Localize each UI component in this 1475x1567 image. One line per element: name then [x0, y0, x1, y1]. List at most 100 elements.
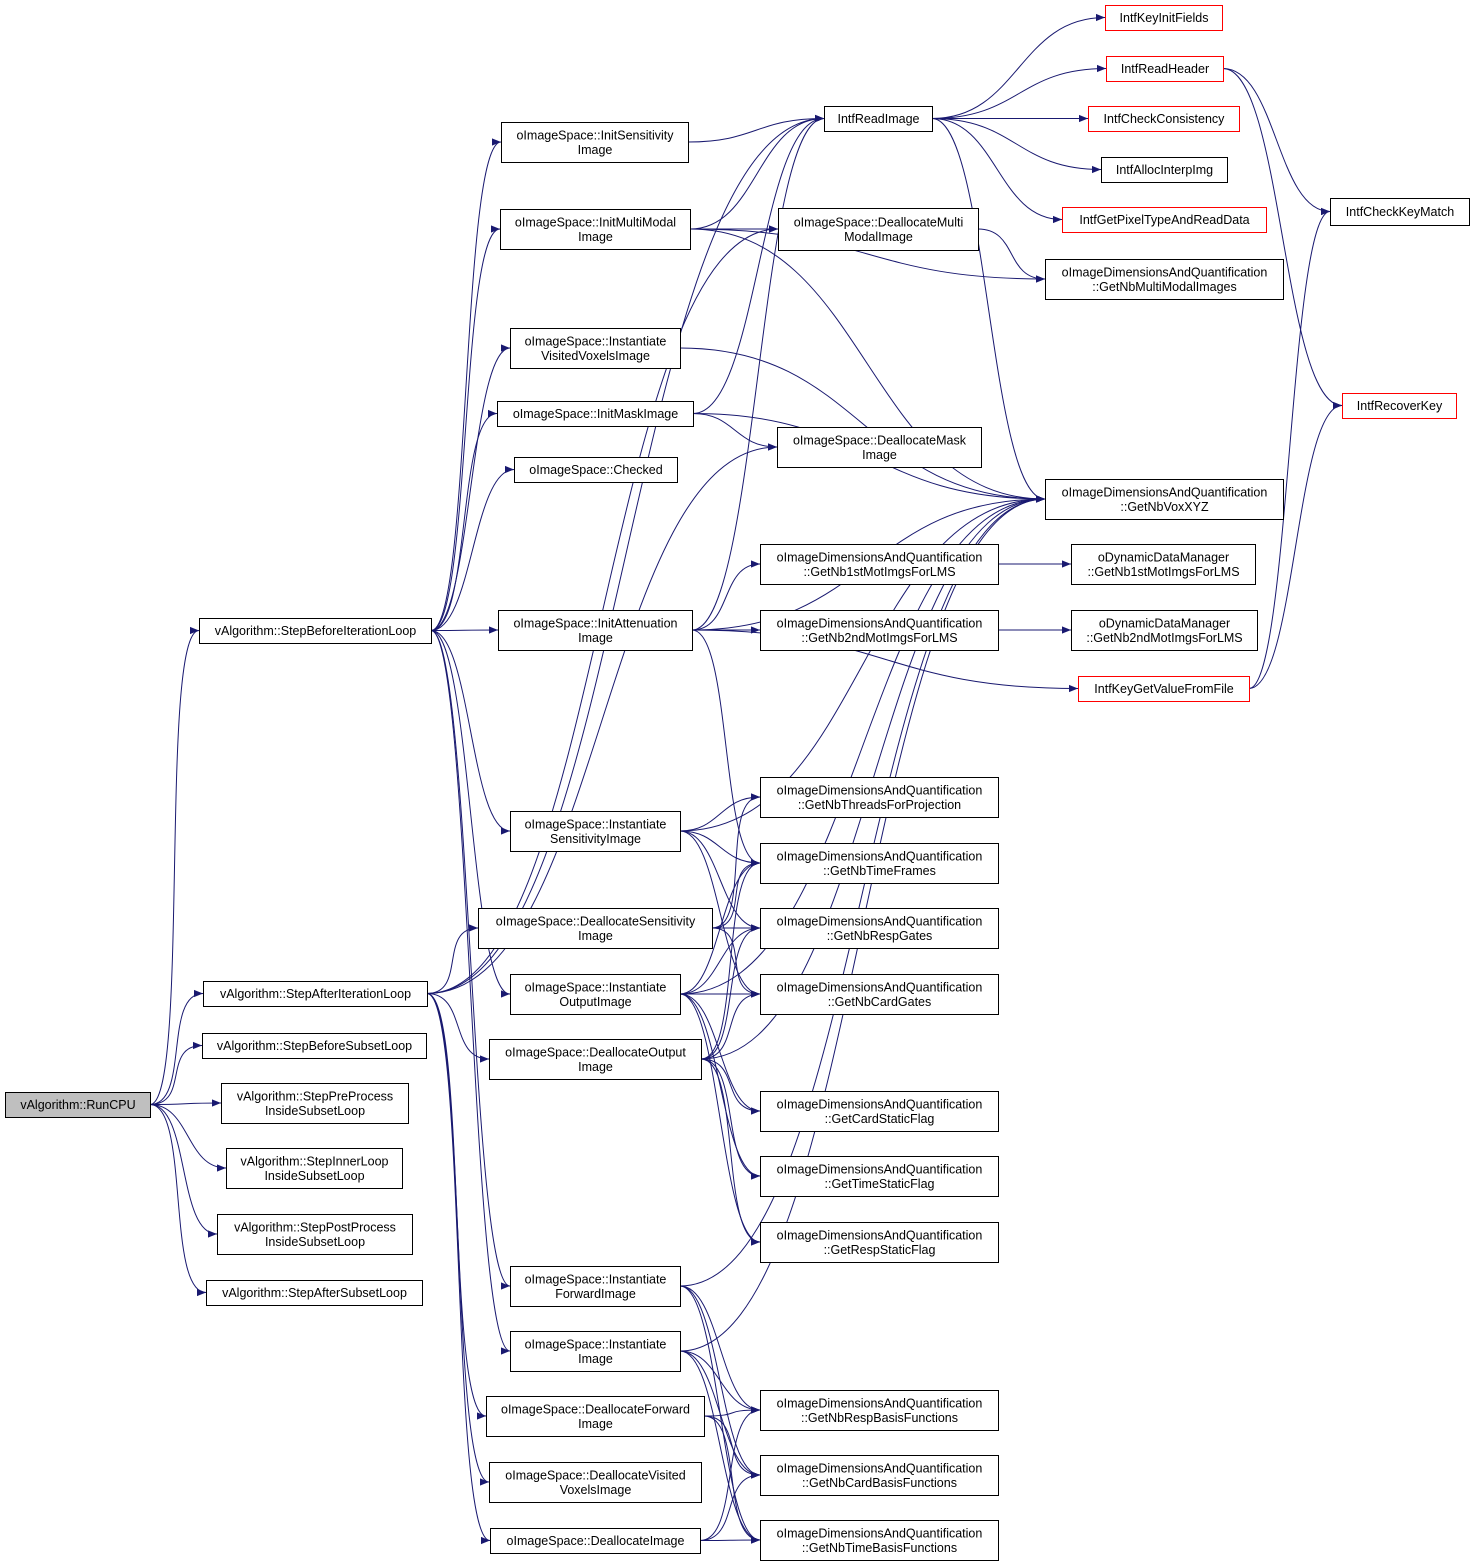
call-edge-sail-to-deallocsens [426, 924, 479, 994]
node-box [510, 1266, 681, 1307]
node-allocinterp[interactable]: IntfAllocInterpImg [1101, 157, 1228, 183]
node-box [203, 981, 428, 1007]
call-edge-sbil-to-instvv [430, 344, 511, 631]
node-readimg[interactable]: IntfReadImage [824, 106, 933, 132]
call-edge-readimg-to-allocinterp [931, 118, 1102, 174]
node-label-line: ::GetRespStaticFlag [824, 1243, 936, 1257]
node-grsf[interactable]: oImageDimensionsAndQuantification::GetRe… [760, 1222, 999, 1263]
node-label-line: vAlgorithm::RunCPU [20, 1098, 135, 1112]
node-label-line: oImageSpace::Instantiate [525, 1272, 667, 1286]
node-box [778, 208, 979, 251]
node-label-line: oImageSpace::DeallocateImage [507, 1534, 685, 1548]
node-sasl[interactable]: vAlgorithm::StepAfterSubsetLoop [206, 1280, 423, 1306]
node-getpixel[interactable]: IntfGetPixelTypeAndReadData [1062, 207, 1267, 233]
call-edge-sbil-to-instimg [430, 630, 511, 1355]
node-deallocimg[interactable]: oImageSpace::DeallocateImage [490, 1528, 701, 1554]
node-label-line: oImageSpace::DeallocateOutput [505, 1045, 686, 1059]
node-dyn1st[interactable]: oDynamicDataManager::GetNb1stMotImgsForL… [1071, 544, 1256, 585]
node-run[interactable]: vAlgorithm::RunCPU [5, 1092, 151, 1118]
node-box [478, 908, 713, 949]
node-gnvox[interactable]: oImageDimensionsAndQuantification::GetNb… [1045, 479, 1284, 520]
node-gnb2nd[interactable]: oImageDimensionsAndQuantification::GetNb… [760, 610, 999, 651]
node-label-line: vAlgorithm::StepBeforeSubsetLoop [217, 1039, 412, 1053]
node-deallocvv[interactable]: oImageSpace::DeallocateVisitedVoxelsImag… [489, 1462, 702, 1503]
node-box [760, 1156, 999, 1197]
node-sbsl[interactable]: vAlgorithm::StepBeforeSubsetLoop [202, 1033, 427, 1059]
node-gnmm[interactable]: oImageDimensionsAndQuantification::GetNb… [1045, 259, 1284, 300]
node-gcsf[interactable]: oImageDimensionsAndQuantification::GetCa… [760, 1091, 999, 1132]
node-label-line: oImageDimensionsAndQuantification [1062, 265, 1268, 279]
node-label-line: oImageSpace::DeallocateSensitivity [496, 914, 696, 928]
node-label-line: ::GetNbRespGates [827, 929, 933, 943]
node-label-line: oImageDimensionsAndQuantification [777, 1162, 983, 1176]
call-edge-run-to-spop [149, 1104, 218, 1238]
node-spop[interactable]: vAlgorithm::StepPostProcessInsideSubsetL… [217, 1214, 413, 1255]
node-box [5, 1092, 151, 1118]
node-box [510, 974, 681, 1015]
node-box [500, 209, 691, 250]
node-label-line: oImageDimensionsAndQuantification [777, 550, 983, 564]
node-gncg[interactable]: oImageDimensionsAndQuantification::GetNb… [760, 974, 999, 1015]
node-box [760, 1091, 999, 1132]
node-sbil[interactable]: vAlgorithm::StepBeforeIterationLoop [199, 618, 432, 644]
node-label-line: oImageSpace::Checked [529, 463, 662, 477]
node-checkkey[interactable]: IntfCheckKeyMatch [1330, 198, 1470, 226]
call-edge-keygetval-to-recoverkey [1248, 401, 1343, 689]
node-recoverkey[interactable]: IntfRecoverKey [1342, 393, 1457, 419]
node-keygetval[interactable]: IntfKeyGetValueFromFile [1078, 676, 1250, 702]
call-edge-deallocsens-to-gnthreads [711, 793, 761, 929]
node-label-line: oImageDimensionsAndQuantification [777, 849, 983, 863]
node-keyinit[interactable]: IntfKeyInitFields [1105, 5, 1223, 31]
node-gnrg[interactable]: oImageDimensionsAndQuantification::GetNb… [760, 908, 999, 949]
node-box [760, 777, 999, 818]
node-label-line: IntfReadHeader [1121, 62, 1209, 76]
node-label-line: Image [578, 631, 613, 645]
node-gnthreads[interactable]: oImageDimensionsAndQuantification::GetNb… [760, 777, 999, 818]
node-box [1342, 393, 1457, 419]
node-checkcons[interactable]: IntfCheckConsistency [1088, 106, 1240, 132]
node-gnb1st[interactable]: oImageDimensionsAndQuantification::GetNb… [760, 544, 999, 585]
node-box [199, 618, 432, 644]
node-gncbf[interactable]: oImageDimensionsAndQuantification::GetNb… [760, 1455, 999, 1496]
node-label-line: ::GetNbTimeFrames [823, 864, 936, 878]
node-box [497, 401, 694, 427]
call-edge-deallocsens-to-gntf [711, 859, 761, 929]
node-label-line: oImageSpace::Instantiate [525, 980, 667, 994]
node-label-line: vAlgorithm::StepInnerLoop [240, 1154, 388, 1168]
node-readhdr[interactable]: IntfReadHeader [1106, 56, 1224, 82]
node-label-line: oImageDimensionsAndQuantification [777, 914, 983, 928]
node-gnrbf[interactable]: oImageDimensionsAndQuantification::GetNb… [760, 1390, 999, 1431]
call-edge-sail-to-deallocout [426, 993, 490, 1063]
node-instvv[interactable]: oImageSpace::InstantiateVisitedVoxelsIma… [510, 328, 681, 369]
call-edge-initmm-to-gnvox [689, 228, 1046, 503]
node-box [1101, 157, 1228, 183]
node-gtsf[interactable]: oImageDimensionsAndQuantification::GetTi… [760, 1156, 999, 1197]
call-edge-instout-to-gnrg [679, 924, 761, 995]
node-spp[interactable]: vAlgorithm::StepPreProcessInsideSubsetLo… [221, 1083, 409, 1124]
node-sail[interactable]: vAlgorithm::StepAfterIterationLoop [203, 981, 428, 1007]
node-gntbf[interactable]: oImageDimensionsAndQuantification::GetNb… [760, 1520, 999, 1561]
call-edge-deallocout-to-gtsf [700, 1058, 761, 1180]
node-gntf[interactable]: oImageDimensionsAndQuantification::GetNb… [760, 843, 999, 884]
node-initmask[interactable]: oImageSpace::InitMaskImage [497, 401, 694, 427]
node-checked[interactable]: oImageSpace::Checked [514, 457, 678, 483]
call-edge-instsens-to-gnvox [679, 495, 1046, 832]
node-sil[interactable]: vAlgorithm::StepInnerLoopInsideSubsetLoo… [226, 1148, 403, 1189]
node-label-line: oImageDimensionsAndQuantification [777, 1461, 983, 1475]
node-box [1062, 207, 1267, 233]
call-edge-deallocfwd-to-gntbf [703, 1415, 761, 1544]
node-dyn2nd[interactable]: oDynamicDataManager::GetNb2ndMotImgsForL… [1071, 610, 1258, 651]
call-edge-initatt-to-gnb1st [691, 560, 761, 631]
